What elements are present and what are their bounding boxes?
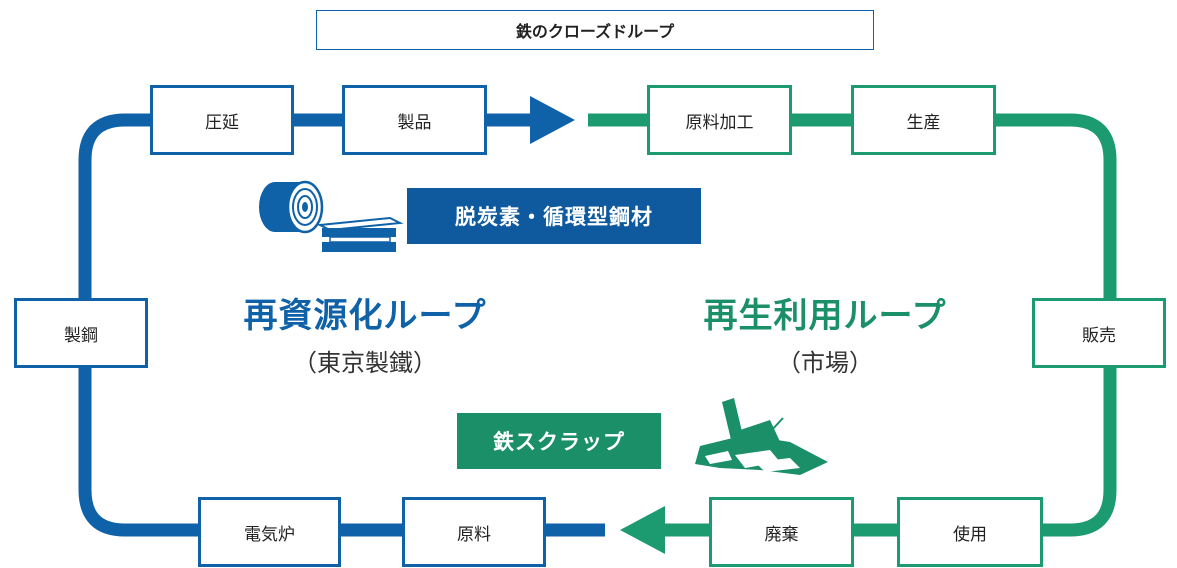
h-beam-icon [316, 216, 404, 252]
node-raw-material: 原料 [402, 497, 546, 567]
recycling-loop-title: 再資源化ループ [243, 296, 487, 336]
blue-arrowhead [530, 96, 575, 144]
node-production: 生産 [851, 85, 996, 155]
node-use: 使用 [897, 497, 1043, 567]
node-raw-processing: 原料加工 [647, 85, 792, 155]
node-disposal: 廃棄 [709, 497, 854, 567]
node-products: 製品 [342, 85, 487, 155]
scrap-pile-icon [695, 398, 828, 475]
green-arrowhead [620, 506, 665, 554]
decarbonized-steel-label: 脱炭素・循環型鋼材 [407, 188, 701, 244]
reuse-loop-subtitle: （市場） [777, 349, 873, 377]
node-sales: 販売 [1032, 298, 1166, 368]
diagram-title: 鉄のクローズドループ [316, 10, 874, 50]
recycling-loop-subtitle: （東京製鐵） [293, 349, 437, 377]
reuse-loop-title: 再生利用ループ [703, 296, 947, 336]
steel-coil-icon [259, 180, 324, 234]
iron-scrap-label: 鉄スクラップ [457, 413, 661, 469]
node-electric-furnace: 電気炉 [198, 497, 341, 567]
node-rolling: 圧延 [150, 85, 294, 155]
node-steelmaking: 製鋼 [14, 298, 148, 368]
